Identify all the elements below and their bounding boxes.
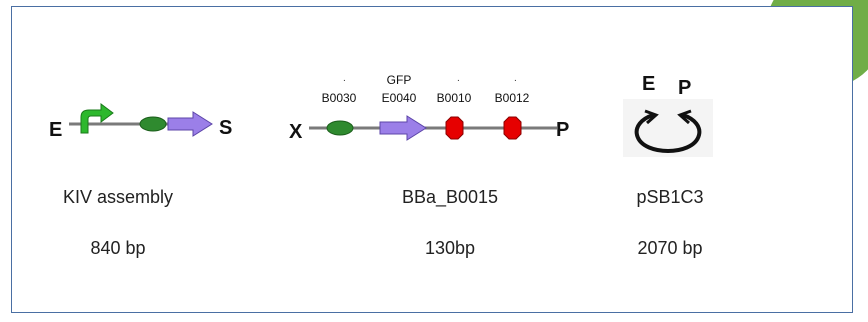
kiv-assembly-name: KIV assembly bbox=[62, 187, 174, 207]
rbs-oval-icon bbox=[326, 120, 354, 136]
part-label-b0030: B0030 bbox=[321, 91, 357, 105]
part-label-b0012: B0012 bbox=[494, 91, 530, 105]
part-marker-dot: . bbox=[514, 73, 517, 84]
promoter-arrow-icon bbox=[80, 103, 114, 134]
psb1c3-right-site-label: P bbox=[678, 77, 692, 99]
part-label-b0010: B0010 bbox=[436, 91, 472, 105]
cds-arrow-icon bbox=[379, 115, 427, 141]
plasmid-loop-icon bbox=[623, 99, 713, 157]
part-marker-dot: . bbox=[457, 73, 460, 84]
kiv-right-site-label: S bbox=[219, 117, 233, 139]
rbs-oval-icon bbox=[139, 116, 167, 132]
b0015-right-site-label: P bbox=[556, 119, 570, 141]
psb1c3-left-site-label: E bbox=[642, 73, 656, 95]
terminator-octagon-icon bbox=[503, 116, 522, 140]
part-label-e0040: E0040 bbox=[381, 91, 417, 105]
psb1c3-name: pSB1C3 bbox=[636, 187, 704, 207]
psb1c3-size: 2070 bp bbox=[637, 238, 703, 258]
cds-arrow-icon bbox=[167, 111, 213, 137]
kiv-assembly-size: 840 bp bbox=[90, 238, 146, 258]
b0015-diagram bbox=[309, 115, 557, 141]
b0015-size: 130bp bbox=[424, 238, 476, 258]
part-top-label-gfp: GFP bbox=[386, 73, 412, 87]
b0015-name: BBa_B0015 bbox=[401, 187, 499, 207]
part-marker-dot: . bbox=[343, 73, 346, 84]
terminator-octagon-icon bbox=[445, 116, 464, 140]
constructs-panel: E S KIV assembly 840 bp X . B0030 GFP E0… bbox=[11, 6, 853, 313]
b0015-left-site-label: X bbox=[289, 121, 303, 143]
kiv-assembly-diagram bbox=[69, 103, 213, 137]
kiv-left-site-label: E bbox=[49, 119, 63, 141]
